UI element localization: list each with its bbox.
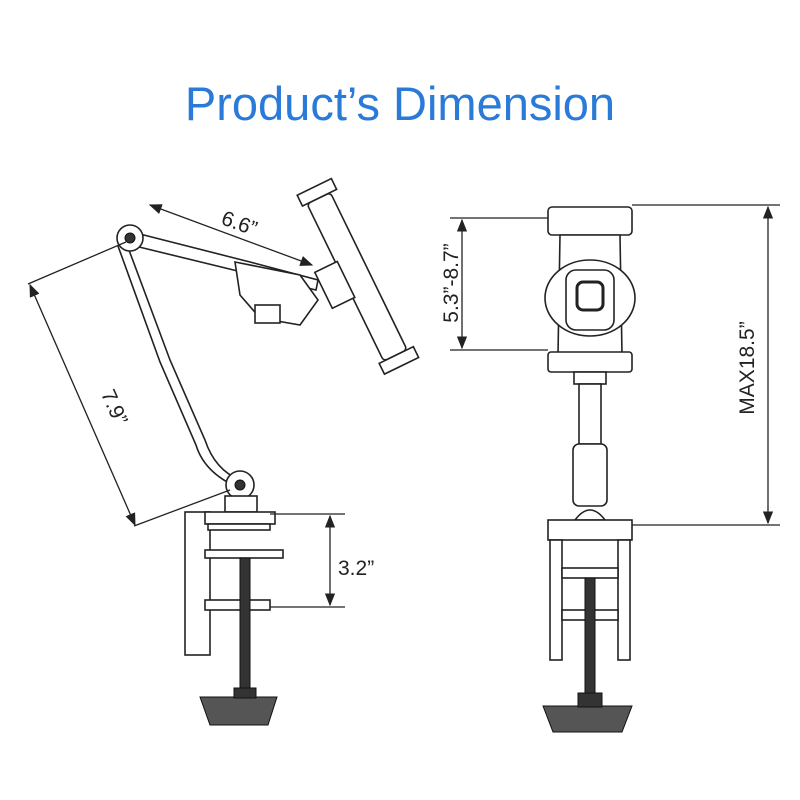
front-view-stand xyxy=(542,206,636,733)
clamp-dimension-label: 3.2” xyxy=(338,557,374,580)
max-height-dimension-label: MAX18.5” xyxy=(736,321,759,414)
holder-range-dimension-label: 5.3”-8.7” xyxy=(440,243,463,322)
side-view-stand xyxy=(116,177,420,726)
lower-arm-dimension-line xyxy=(29,283,136,527)
page-title: Product’s Dimension xyxy=(184,77,616,130)
upper-arm-dimension-label: 6.6” xyxy=(218,207,260,241)
upper-arm-dimension-line xyxy=(148,204,314,266)
lower-arm-dimension-label: 7.9” xyxy=(96,386,132,428)
